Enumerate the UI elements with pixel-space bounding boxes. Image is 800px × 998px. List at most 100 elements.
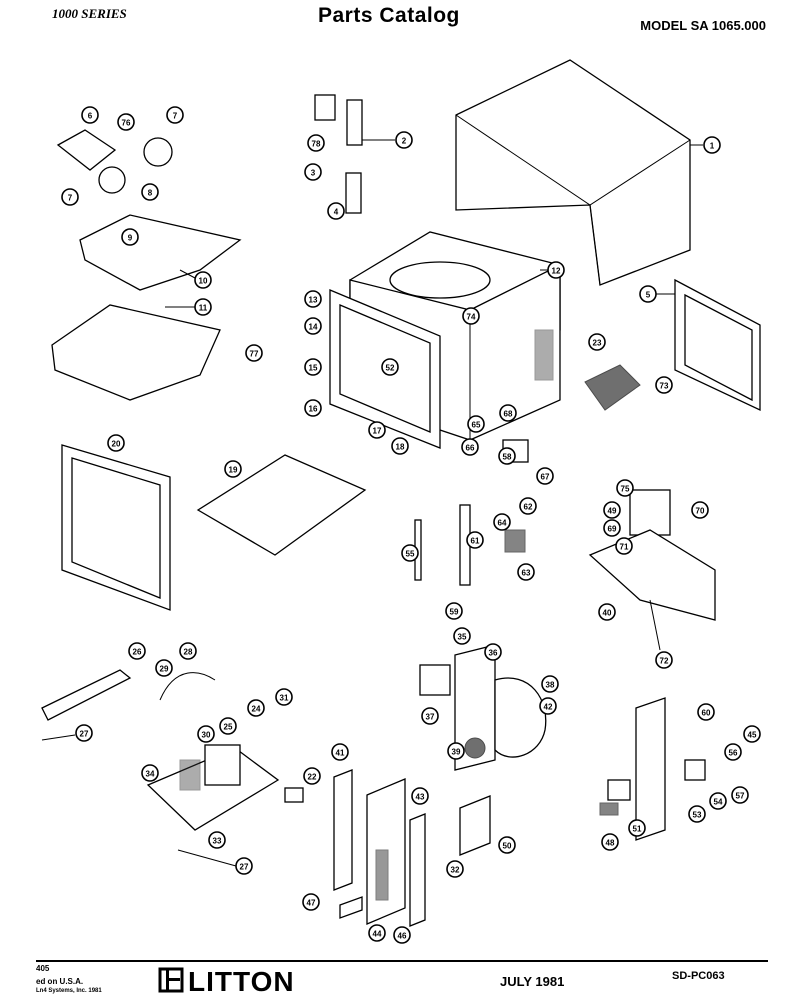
callout-23: 23 [588,333,606,351]
control-bracket [635,697,666,841]
footer-printed-line2: Ln4 Systems, Inc. 1981 [36,988,102,994]
callout-62: 62 [519,497,537,515]
callout-67: 67 [536,467,554,485]
svg-text:71: 71 [620,543,629,552]
svg-text:73: 73 [660,382,669,391]
callout-57: 57 [731,786,749,804]
callout-78: 78 [307,134,325,152]
svg-text:2: 2 [402,137,407,146]
svg-text:76: 76 [122,119,131,128]
svg-text:LITTON: LITTON [188,966,295,993]
svg-text:38: 38 [546,681,555,690]
footer-code: 405 [36,964,50,973]
svg-text:22: 22 [308,773,317,782]
svg-text:68: 68 [504,410,513,419]
svg-text:37: 37 [426,713,435,722]
callout-73: 73 [655,376,673,394]
svg-text:1: 1 [710,142,715,151]
blower-assembly [419,644,547,771]
callout-45: 45 [743,725,761,743]
svg-text:7: 7 [173,112,178,121]
svg-text:14: 14 [309,323,318,332]
callout-16: 16 [304,399,322,417]
callout-30: 30 [197,725,215,743]
litton-logo-icon: LITTON [158,966,295,997]
callout-71: 71 [615,537,633,555]
callout-75: 75 [616,479,634,497]
svg-text:27: 27 [240,863,249,872]
callout-15: 15 [304,358,322,376]
callout-56: 56 [724,743,742,761]
svg-text:42: 42 [544,703,553,712]
svg-text:47: 47 [307,899,316,908]
callout-11: 11 [165,298,212,316]
callout-66: 66 [461,438,479,456]
svg-text:35: 35 [458,633,467,642]
callout-72b: 72 [655,651,673,669]
callout-20: 20 [107,434,125,452]
svg-text:16: 16 [309,405,318,414]
svg-text:67: 67 [541,473,550,482]
callout-44: 44 [368,924,386,942]
series-label: 1000 SERIES [52,6,127,21]
callouts: 1 2 3 4 5 6 7 7 8 9 10 11 12 13 14 15 16… [41,106,761,944]
svg-text:44: 44 [373,930,382,939]
footer-rule [36,960,768,962]
svg-text:70: 70 [696,507,705,516]
callout-59: 59 [445,602,463,620]
footer-doc-code: SD-PC063 [672,970,725,982]
callout-51: 51 [628,819,646,837]
callout-18: 18 [391,437,409,455]
callout-42: 42 [539,697,557,715]
power-cord [159,672,216,701]
callout-26: 26 [128,642,146,660]
svg-text:30: 30 [202,731,211,740]
svg-text:64: 64 [498,519,507,528]
callout-4: 4 [327,202,345,220]
callout-27b: 27 [177,849,253,875]
svg-text:43: 43 [416,793,425,802]
side-panel [674,278,761,412]
callout-22: 22 [303,767,321,785]
svg-text:55: 55 [406,550,415,559]
callout-74: 74 [462,307,480,325]
svg-text:52: 52 [386,364,395,373]
callout-53: 53 [688,805,706,823]
svg-text:5: 5 [646,291,651,300]
callout-27a: 27 [41,724,93,742]
svg-text:29: 29 [160,665,169,674]
svg-text:34: 34 [146,770,155,779]
svg-text:59: 59 [450,608,459,617]
svg-text:77: 77 [250,350,259,359]
callout-58: 58 [498,447,516,465]
svg-text:33: 33 [213,837,222,846]
callout-14: 14 [304,317,322,335]
svg-text:27: 27 [80,730,89,739]
callout-48: 48 [601,833,619,851]
svg-text:49: 49 [608,507,617,516]
callout-33: 33 [208,831,226,849]
svg-text:36: 36 [489,649,498,658]
svg-text:63: 63 [522,569,531,578]
svg-text:4: 4 [334,208,339,217]
callout-37: 37 [421,707,439,725]
svg-text:11: 11 [199,304,208,313]
svg-text:61: 61 [471,537,480,546]
grille [584,364,641,411]
svg-text:3: 3 [311,169,316,178]
callout-65: 65 [467,415,485,433]
footer-date: JULY 1981 [500,974,565,989]
callout-55: 55 [401,544,419,562]
svg-text:58: 58 [503,453,512,462]
svg-text:32: 32 [451,866,460,875]
svg-text:60: 60 [702,709,711,718]
svg-text:74: 74 [467,313,476,322]
svg-text:7: 7 [68,194,73,203]
svg-text:23: 23 [593,339,602,348]
callout-70: 70 [691,501,709,519]
svg-text:69: 69 [608,525,617,534]
callout-3: 3 [304,163,322,181]
callout-76: 76 [117,113,135,131]
callout-41: 41 [331,743,349,761]
svg-text:12: 12 [552,267,561,276]
